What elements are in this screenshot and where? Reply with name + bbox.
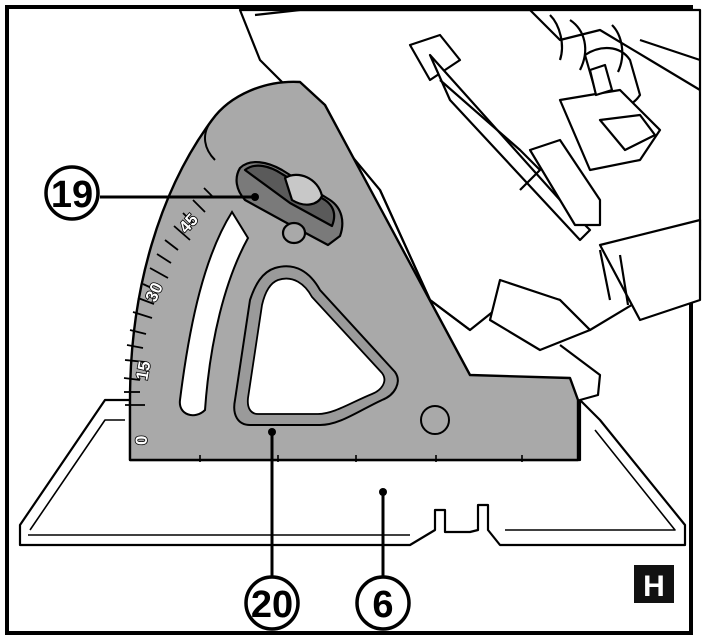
leader-lines bbox=[100, 195, 385, 580]
svg-text:20: 20 bbox=[251, 584, 293, 626]
bevel-slot bbox=[178, 210, 250, 417]
scale-label-0: 0 bbox=[132, 436, 151, 445]
svg-text:6: 6 bbox=[372, 584, 393, 626]
callout-6: 6 bbox=[355, 575, 411, 631]
callout-19: 19 bbox=[44, 165, 100, 221]
scale-label-15: 15 bbox=[132, 360, 154, 382]
figure-label: H bbox=[634, 565, 674, 603]
bracket-bolt bbox=[420, 405, 450, 435]
svg-text:19: 19 bbox=[51, 174, 93, 216]
base-plate bbox=[18, 398, 687, 547]
svg-text:H: H bbox=[643, 570, 665, 603]
callout-20: 20 bbox=[244, 575, 300, 631]
saw-motor-housing bbox=[238, 8, 702, 402]
bevel-scale bbox=[123, 187, 215, 406]
bevel-lock-knob bbox=[235, 161, 344, 247]
